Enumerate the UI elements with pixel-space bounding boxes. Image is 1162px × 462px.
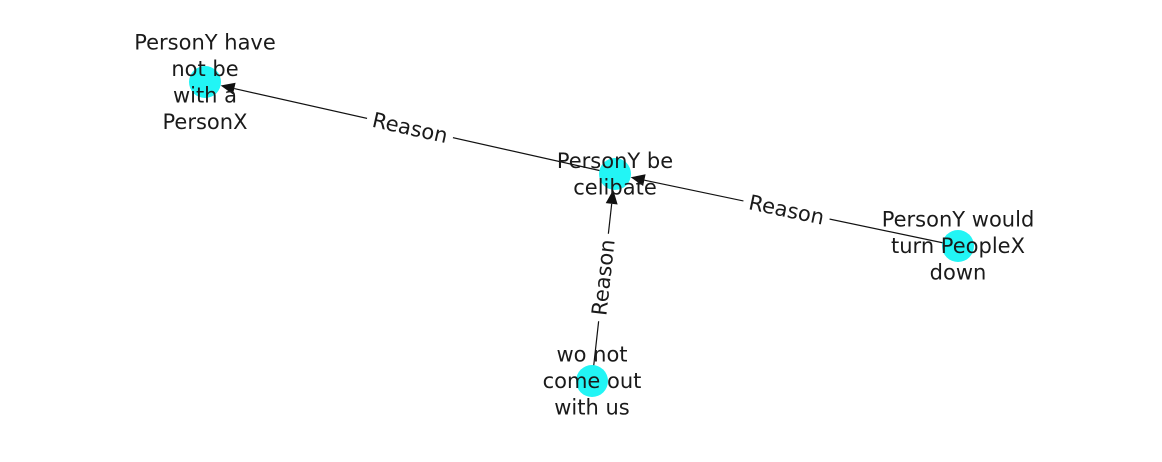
edge-label-group-e1: Reason <box>363 103 457 153</box>
node-label-line: PersonY be <box>557 149 673 173</box>
nodes-layer <box>189 66 974 397</box>
node-label-line: PersonY would <box>882 208 1035 232</box>
edge-label-group-e2: Reason <box>740 186 833 234</box>
edge-arrowhead-e3 <box>605 189 618 205</box>
node-label-line: turn PeopleX <box>891 234 1025 258</box>
node-personx_reject <box>189 66 221 98</box>
node-turn_down <box>942 230 974 262</box>
node-label-line: PersonX <box>163 110 248 134</box>
node-celibate <box>599 158 631 190</box>
node-label-line: wo not <box>556 343 627 367</box>
edge-label-background <box>363 103 457 153</box>
node-label-line: with a <box>173 83 237 107</box>
edge-label-background <box>583 232 624 323</box>
node-label-line: not be <box>171 57 238 81</box>
edge-arrowhead-e2 <box>630 174 646 187</box>
node-label-line: celibate <box>573 175 657 199</box>
node-come_out <box>576 365 608 397</box>
node-label-line: PersonY have <box>134 30 276 54</box>
edge-arrowhead-e1 <box>220 82 236 95</box>
node-label-line: down <box>930 261 987 285</box>
node-label-line: come out <box>543 369 642 393</box>
edge-label-group-e3: Reason <box>583 232 624 323</box>
edges-layer <box>220 82 959 382</box>
node-label-line: with us <box>554 396 629 420</box>
edge-label-background <box>740 186 833 234</box>
